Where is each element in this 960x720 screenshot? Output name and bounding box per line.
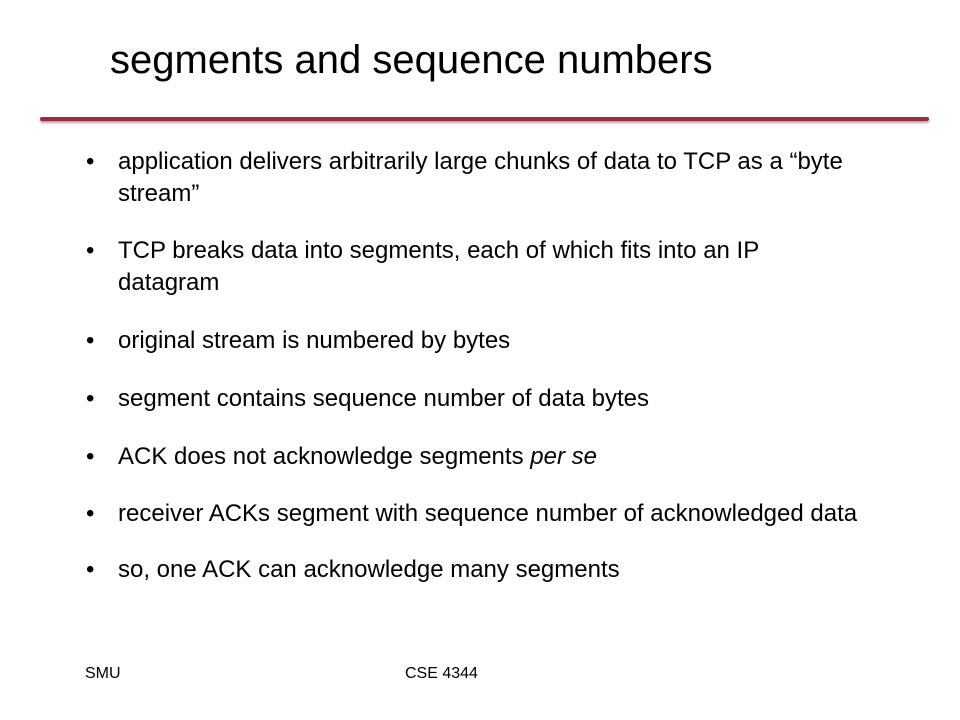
bullet-item: • original stream is numbered by bytes	[86, 325, 866, 357]
bullet-icon: •	[86, 148, 95, 175]
title-divider	[40, 117, 929, 121]
bullet-item: • TCP breaks data into segments, each of…	[86, 235, 866, 299]
bullet-item: • application delivers arbitrarily large…	[86, 146, 866, 210]
bullet-icon: •	[86, 237, 95, 264]
bullet-item: • so, one ACK can acknowledge many segme…	[86, 554, 866, 586]
bullet-list: • application delivers arbitrarily large…	[86, 146, 866, 607]
bullet-icon: •	[86, 443, 95, 470]
bullet-icon: •	[86, 556, 95, 583]
footer-course: CSE 4344	[405, 665, 478, 682]
bullet-text: segment contains sequence number of data…	[118, 385, 649, 412]
bullet-text: so, one ACK can acknowledge many segment…	[118, 556, 620, 583]
bullet-text: ACK does not acknowledge segments per se	[118, 443, 597, 470]
bullet-text: original stream is numbered by bytes	[118, 327, 511, 354]
bullet-text-emphasis: per se	[530, 443, 597, 470]
bullet-text-main: ACK does not acknowledge segments	[118, 443, 531, 470]
bullet-text: receiver ACKs segment with sequence numb…	[118, 500, 858, 527]
bullet-item: • ACK does not acknowledge segments per …	[86, 441, 866, 473]
bullet-icon: •	[86, 327, 95, 354]
footer-institution: SMU	[85, 665, 121, 682]
bullet-icon: •	[86, 500, 95, 527]
bullet-item: • receiver ACKs segment with sequence nu…	[86, 498, 866, 530]
bullet-text: application delivers arbitrarily large c…	[118, 148, 843, 207]
slide-title: segments and sequence numbers	[110, 38, 713, 82]
bullet-item: • segment contains sequence number of da…	[86, 383, 866, 415]
bullet-text: TCP breaks data into segments, each of w…	[118, 237, 759, 296]
bullet-icon: •	[86, 385, 95, 412]
